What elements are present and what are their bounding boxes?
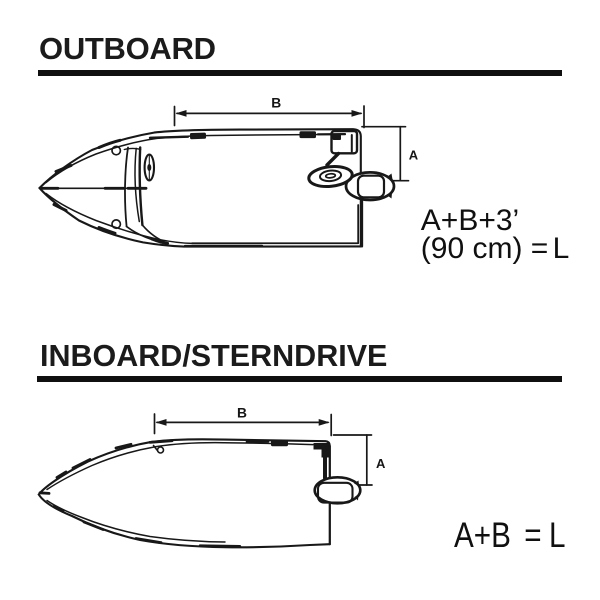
svg-text:B: B (271, 95, 281, 110)
svg-text:A: A (409, 147, 419, 162)
svg-text:A: A (376, 456, 386, 471)
svg-text:B: B (237, 405, 247, 420)
